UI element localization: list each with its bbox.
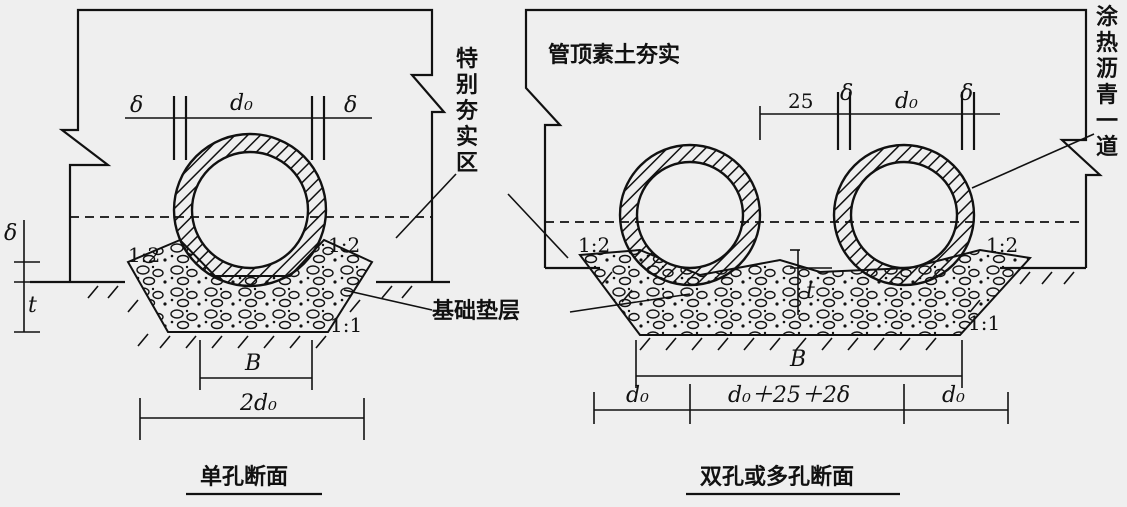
right-dim-delta-a: δ (840, 81, 853, 106)
svg-text:热: 热 (1096, 30, 1118, 56)
right-B-dimension (635, 340, 963, 388)
svg-text:夯: 夯 (455, 98, 479, 124)
right-slope-bottom: 1:1 (968, 311, 1000, 335)
left-compact-leader (395, 173, 457, 239)
left-pipe-bore (190, 150, 310, 270)
svg-text:沥: 沥 (1096, 56, 1118, 82)
right-dim-B: B (789, 347, 806, 372)
right-dim-delta-b: δ (960, 81, 973, 106)
right-top-label: 管顶素土夯实 (548, 42, 680, 68)
svg-text:别: 别 (455, 72, 478, 98)
left-dim-t: t (28, 293, 37, 318)
left-ground-hatches (87, 285, 413, 349)
left-B-dimension (199, 340, 313, 390)
left-side-dimension (14, 220, 40, 333)
right-coating-label: 涂 热 沥 青 一 道 (1096, 4, 1119, 160)
right-pipe1-bore (635, 160, 745, 270)
svg-text:青: 青 (1096, 82, 1118, 108)
right-dim-d0-top: d₀ (895, 89, 918, 114)
right-foundation-leader (569, 293, 691, 313)
right-dim-t: t (806, 279, 815, 304)
left-dim-B: B (244, 351, 261, 376)
right-pipe2-bore (849, 160, 959, 270)
svg-text:特: 特 (456, 46, 478, 72)
left-slope-bottom: 1:1 (330, 313, 362, 337)
left-foundation-label: 基础垫层 (432, 298, 520, 324)
right-caption: 双孔或多孔断面 (700, 464, 854, 490)
left-dim-delta-right: δ (344, 93, 357, 118)
right-coating-leader (971, 133, 1095, 189)
svg-text:道: 道 (1096, 134, 1118, 160)
right-slope-right: 1:2 (986, 233, 1018, 257)
right-soil-outline (524, 8, 1103, 268)
right-top-dimension (759, 92, 1000, 150)
left-dim-2d0: 2d₀ (239, 391, 277, 416)
right-dim-d0-right: d₀ (942, 383, 965, 408)
single-pipe-section: δ d₀ δ δ t 1:2 1:2 1:1 B 2d₀ (4, 8, 520, 496)
right-slope-left: 1:2 (578, 233, 610, 257)
svg-text:实: 实 (456, 124, 478, 150)
left-top-dimension (125, 96, 372, 160)
left-dim-delta-side: δ (4, 221, 17, 246)
left-foundation-leader (343, 289, 433, 311)
right-dim-d0-left: d₀ (626, 383, 649, 408)
svg-text:涂: 涂 (1096, 4, 1119, 30)
right-dim-25: 25 (788, 89, 813, 113)
left-slope-left: 1:2 (128, 243, 160, 267)
left-soil-outline (58, 8, 447, 282)
left-dim-delta-left: δ (130, 93, 143, 118)
right-chain-dimension (593, 384, 1009, 424)
left-caption: 单孔断面 (200, 464, 288, 490)
double-pipe-section: t 25 δ d₀ δ 1:2 1:2 1:1 B (507, 4, 1119, 496)
right-dim-middle: d₀＋25＋2δ (728, 383, 850, 408)
svg-text:一: 一 (1096, 108, 1118, 134)
left-compact-zone-label: 特 别 夯 实 区 (455, 46, 479, 176)
left-2d0-dimension (139, 398, 365, 440)
right-ground-hatches (601, 271, 1075, 351)
svg-text:区: 区 (456, 150, 478, 176)
right-gap-dimension (790, 249, 832, 315)
left-dim-d0: d₀ (230, 91, 253, 116)
left-slope-right: 1:2 (328, 233, 360, 257)
right-compact-leader (507, 193, 569, 259)
